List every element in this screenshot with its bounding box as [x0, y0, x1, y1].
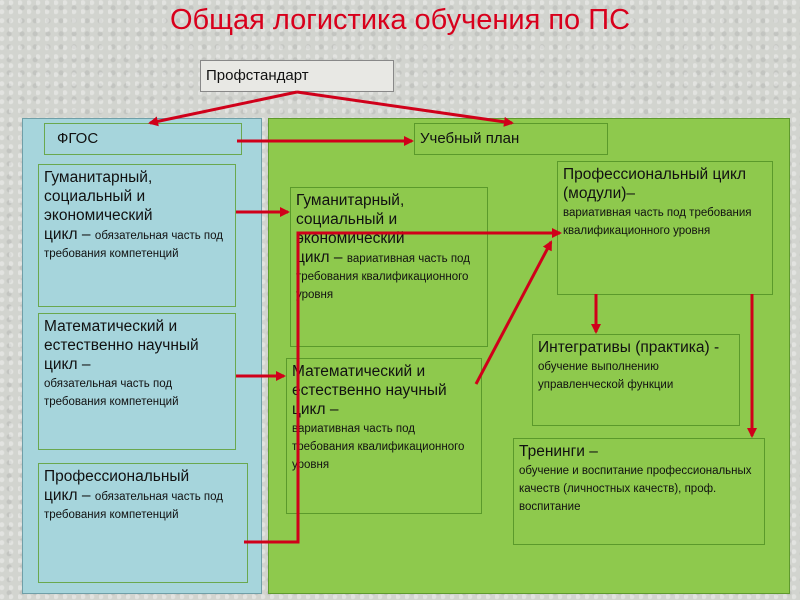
- left-hum-cycle: цикл –: [44, 226, 91, 243]
- left-hum-title: Гуманитарный, социальный и экономический: [44, 169, 153, 224]
- integrative-title: Интегративы (практика) -: [538, 339, 720, 356]
- profstandard-label: Профстандарт: [206, 67, 309, 84]
- left-math-box: Математический и естественно научный цик…: [38, 313, 236, 450]
- training-desc: обучение и воспитание профессиональных к…: [519, 465, 752, 513]
- integrative-desc: обучение выполнению управленческой функц…: [538, 361, 674, 391]
- right-math-title: Математический и естественно научный цик…: [292, 363, 447, 418]
- right-hum-title: Гуманитарный, социальный и экономический: [296, 192, 405, 247]
- right-hum-cycle: цикл –: [296, 249, 343, 266]
- right-hum-box: Гуманитарный, социальный и экономический…: [290, 187, 488, 347]
- left-prof-box: Профессиональный цикл – обязательная час…: [38, 463, 248, 583]
- training-box: Тренинги – обучение и воспитание професс…: [513, 438, 765, 545]
- integrative-box: Интегративы (практика) - обучение выполн…: [532, 334, 740, 426]
- profstandard-box: Профстандарт: [200, 60, 394, 92]
- right-math-box: Математический и естественно научный цик…: [286, 358, 482, 514]
- left-prof-desc: обязательная часть под требования компет…: [44, 491, 223, 521]
- right-math-desc: вариативная часть под требования квалифи…: [292, 423, 465, 471]
- training-title: Тренинги –: [519, 443, 598, 460]
- left-prof-cycle: цикл –: [44, 487, 91, 504]
- left-hum-desc: обязательная часть под требования компет…: [44, 230, 223, 260]
- left-math-desc: обязательная часть под требования компет…: [44, 378, 179, 408]
- page-title: Общая логистика обучения по ПС: [169, 4, 631, 36]
- fgos-label: ФГОС: [57, 130, 99, 147]
- curriculum-label: Учебный план: [420, 130, 520, 147]
- left-math-title: Математический и естественно научный цик…: [44, 318, 199, 373]
- right-prof-title: Профессиональный цикл (модули)–: [563, 166, 747, 202]
- left-prof-title: Профессиональный: [44, 468, 190, 485]
- left-hum-box: Гуманитарный, социальный и экономический…: [38, 164, 236, 307]
- right-prof-desc: вариативная часть под требования квалифи…: [563, 207, 752, 237]
- right-prof-box: Профессиональный цикл (модули)– вариатив…: [557, 161, 773, 295]
- fgos-box: ФГОС: [44, 123, 242, 155]
- curriculum-box: Учебный план: [414, 123, 608, 155]
